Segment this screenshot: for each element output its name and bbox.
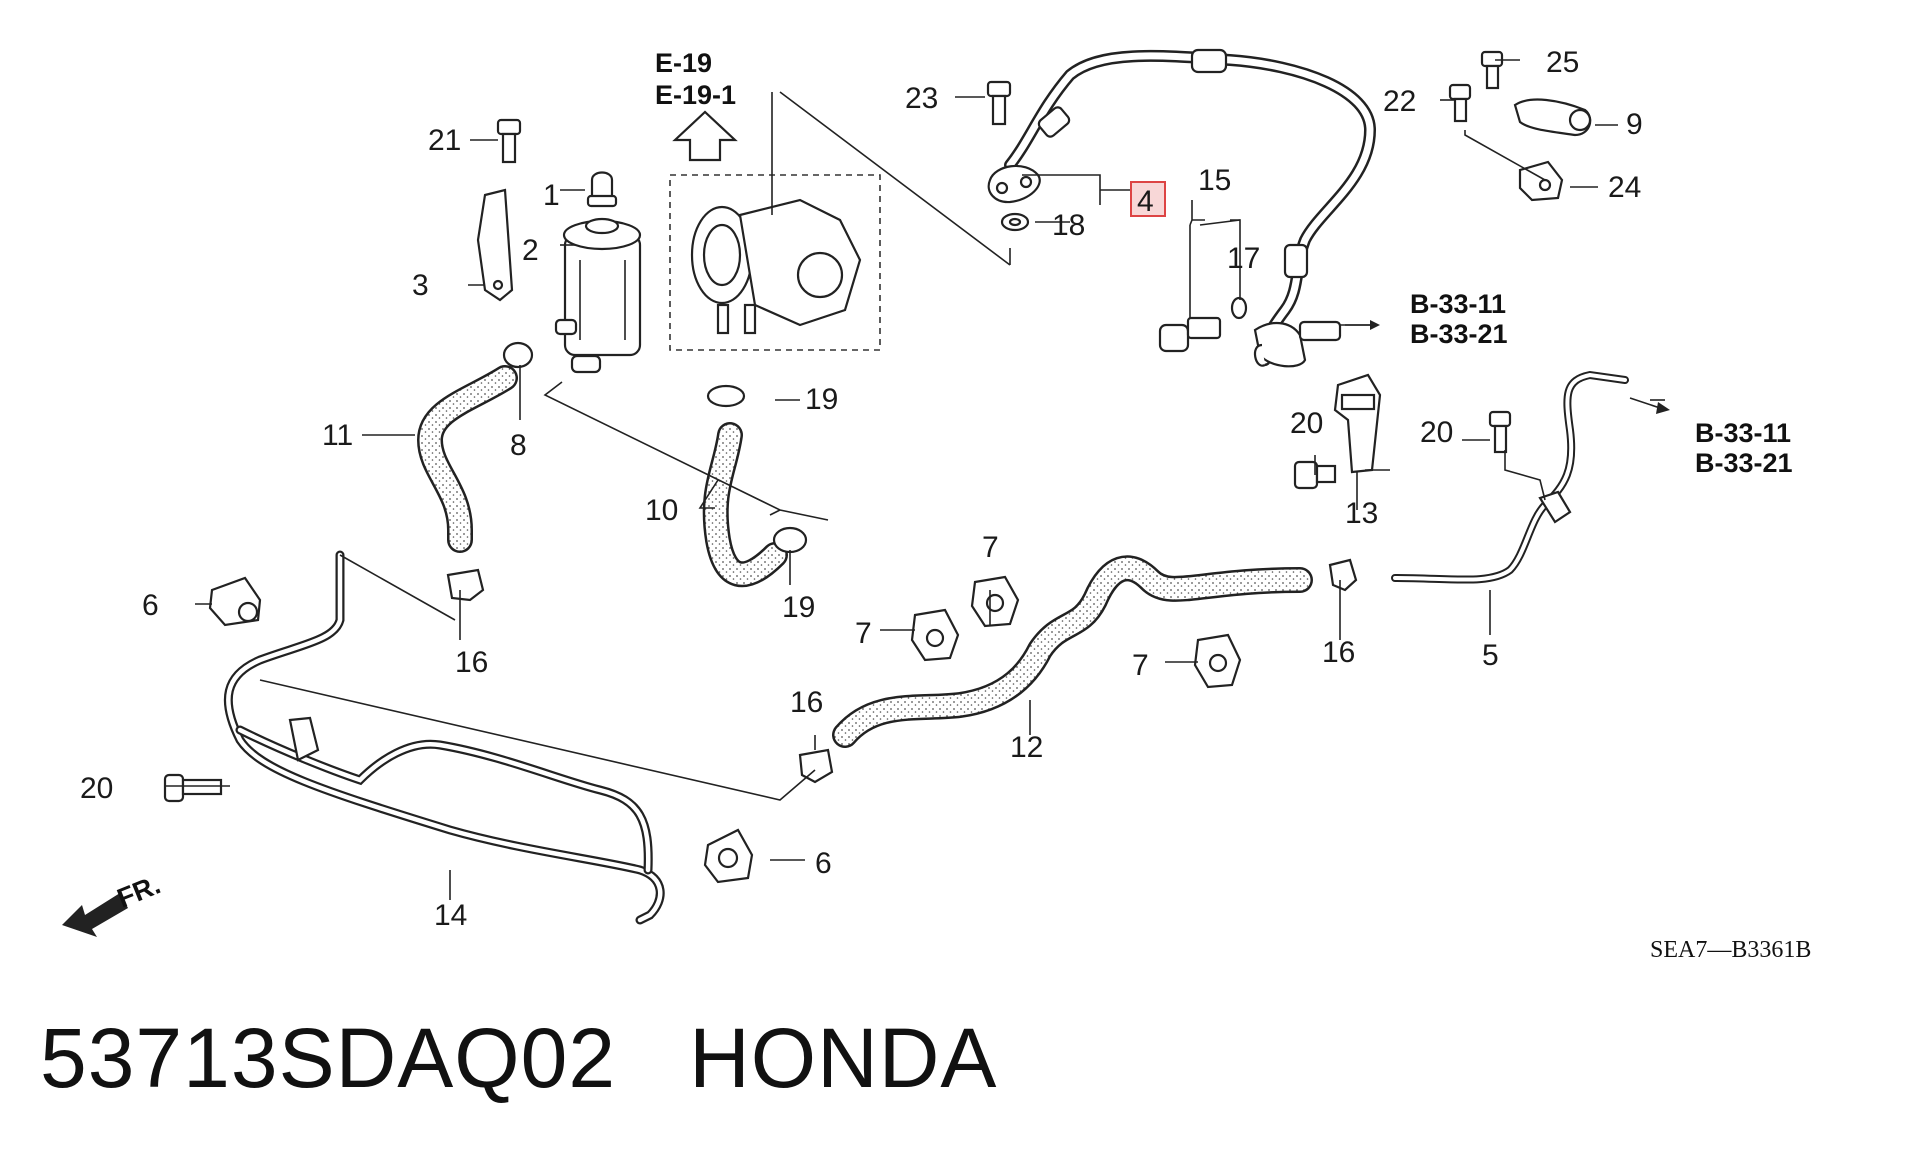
- label-7-c: 7: [1132, 649, 1149, 682]
- grommet-7-a: [910, 608, 960, 662]
- arrow-to-b-top: [1340, 320, 1380, 330]
- bolt-20-right: [1488, 410, 1512, 454]
- label-5: 5: [1482, 639, 1499, 672]
- label-7-b: 7: [982, 531, 999, 564]
- bolt-20-mid: [1293, 460, 1337, 490]
- label-23: 23: [905, 82, 938, 115]
- label-4: 4: [1137, 185, 1154, 218]
- label-7-a: 7: [855, 617, 872, 650]
- label-19-top: 19: [805, 383, 838, 416]
- clip-16-c: [1328, 558, 1358, 592]
- label-1: 1: [543, 179, 560, 212]
- reservoir-cap: [586, 171, 618, 208]
- label-25: 25: [1546, 46, 1579, 79]
- caption: 53713SDAQ02 HONDA: [40, 1010, 997, 1107]
- brand: HONDA: [689, 1011, 998, 1105]
- label-16-a: 16: [455, 646, 488, 679]
- label-16-c: 16: [1322, 636, 1355, 669]
- grommet-6-bottom: [703, 828, 754, 884]
- pipe-14: [223, 550, 665, 925]
- label-8: 8: [510, 429, 527, 462]
- label-12: 12: [1010, 731, 1043, 764]
- flange-4: [987, 164, 1041, 204]
- hose-12: [832, 555, 1313, 748]
- clip-16-a: [446, 568, 485, 602]
- label-22: 22: [1383, 85, 1416, 118]
- bracket-24: [1518, 160, 1564, 202]
- diagram-code: SEA7—B3361B: [1650, 937, 1811, 963]
- bracket-13: [1333, 373, 1382, 474]
- clamp-9: [1513, 98, 1592, 137]
- bolt-23: [986, 80, 1012, 126]
- reservoir: [554, 217, 642, 374]
- label-6-left: 6: [142, 589, 159, 622]
- label-14: 14: [434, 899, 467, 932]
- union-bolt-15: [1158, 296, 1248, 353]
- fitting-right: [1253, 320, 1342, 368]
- ref-b-33-21-right: B-33-21: [1695, 448, 1793, 478]
- bolt-20-left: [163, 773, 223, 803]
- hose-10: [702, 422, 788, 588]
- label-17: 17: [1227, 242, 1260, 275]
- grommet-6-left: [208, 576, 262, 627]
- label-20-right: 20: [1420, 416, 1453, 449]
- arrow-to-b-right: [1629, 397, 1670, 414]
- part-number: 53713SDAQ02: [40, 1011, 617, 1105]
- hose-4-pressure: [1004, 48, 1377, 366]
- pipe-5: [1391, 370, 1629, 584]
- part-4-highlight: [1130, 181, 1166, 217]
- front-arrow: FR.: [62, 869, 165, 937]
- label-15: 15: [1198, 164, 1231, 197]
- label-20-left: 20: [80, 772, 113, 805]
- label-19-bottom: 19: [782, 591, 815, 624]
- up-arrow: [672, 110, 738, 162]
- label-11: 11: [322, 419, 353, 452]
- clip-16-b: [798, 748, 834, 784]
- label-24: 24: [1608, 171, 1641, 204]
- ref-e-19-1: E-19-1: [655, 80, 736, 110]
- clamp-19-bottom: [772, 526, 808, 554]
- clamp-8: [502, 341, 534, 369]
- bolt-21: [496, 118, 522, 164]
- label-20-mid: 20: [1290, 407, 1323, 440]
- label-21: 21: [428, 124, 461, 157]
- label-2: 2: [522, 234, 539, 267]
- hose-11: [416, 365, 518, 553]
- bracket-14: [288, 716, 320, 762]
- ref-b-33-11-top: B-33-11: [1410, 289, 1506, 319]
- leader-lines: [165, 59, 1665, 900]
- bolt-22: [1448, 83, 1472, 123]
- clamp-19-top: [706, 384, 746, 408]
- label-9: 9: [1626, 108, 1643, 141]
- label-3: 3: [412, 269, 429, 302]
- bracket-3: [476, 188, 514, 302]
- ref-b-33-21-top: B-33-21: [1410, 319, 1508, 349]
- bolt-25: [1480, 50, 1504, 90]
- ref-e-19: E-19: [655, 48, 712, 78]
- ref-b-33-11-right: B-33-11: [1695, 418, 1791, 448]
- label-10: 10: [645, 494, 678, 527]
- label-6-bottom: 6: [815, 847, 832, 880]
- label-18: 18: [1052, 209, 1085, 242]
- clamp-on-pipe-5: [1538, 490, 1572, 524]
- pump-reference-box: [669, 174, 881, 351]
- front-label: FR.: [113, 869, 165, 913]
- label-16-b: 16: [790, 686, 823, 719]
- grommet-7-b: [970, 575, 1020, 628]
- washer-18: [1000, 212, 1030, 232]
- label-13: 13: [1345, 497, 1378, 530]
- grommet-7-c: [1193, 633, 1242, 689]
